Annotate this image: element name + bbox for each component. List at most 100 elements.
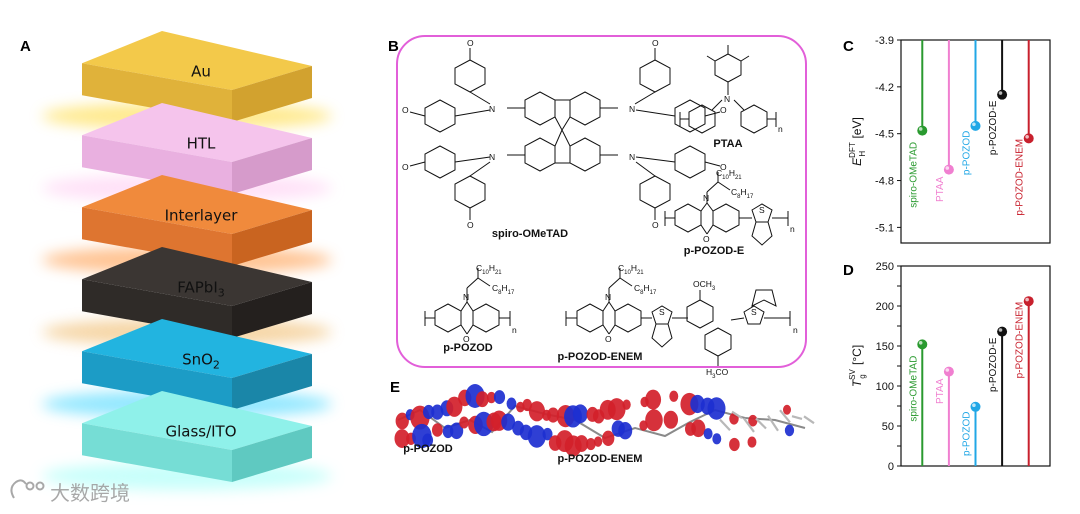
layer-side-face xyxy=(232,354,312,410)
bond-stick xyxy=(767,415,779,432)
orbital-lobe xyxy=(691,419,706,438)
atom-n: N xyxy=(489,104,495,114)
layer-label: SnO2 xyxy=(182,351,220,372)
bond-stick xyxy=(791,415,803,420)
orbital-lobe xyxy=(782,404,792,415)
series-p-pozod-enem: p-POZOD-ENEM xyxy=(1015,296,1034,466)
orbital-lobe xyxy=(586,438,596,451)
orbital-lobe xyxy=(748,414,758,427)
y-tick-label: 250 xyxy=(876,261,894,273)
sidechain-c10h21: C10H21 C8H17 xyxy=(618,263,657,296)
structure-ptaa xyxy=(679,45,777,134)
data-point xyxy=(917,339,928,350)
y-tick-label: -4.5 xyxy=(875,129,894,141)
label-p-pozod-e: p-POZOD-E xyxy=(684,245,745,257)
layer-front-face xyxy=(82,135,232,194)
series-ptaa: PTAA xyxy=(935,40,954,202)
layer-front-face xyxy=(82,207,232,266)
substituent-och3: OCH3 xyxy=(693,279,716,292)
series-ptaa: PTAA xyxy=(935,366,954,466)
layer-top-face xyxy=(82,391,312,450)
data-point-highlight xyxy=(945,368,950,372)
y-tick-label: 0 xyxy=(888,461,894,473)
data-point-highlight xyxy=(918,341,923,345)
layer-label: Interlayer xyxy=(165,207,239,225)
data-point xyxy=(997,326,1008,337)
orbital-lobe xyxy=(707,397,726,420)
y-tick-label: -4.8 xyxy=(875,176,894,188)
orbital-lobe xyxy=(703,428,713,440)
atom-n-subscript: n xyxy=(512,325,517,335)
data-point xyxy=(917,125,928,136)
atom-n-subscript: n xyxy=(790,224,795,234)
homo-orbital-render xyxy=(394,384,815,457)
svg-text:C8H17: C8H17 xyxy=(492,283,515,296)
svg-text:C10H21: C10H21 xyxy=(476,263,502,276)
label-p-pozod: p-POZOD xyxy=(443,342,493,354)
svg-text:C10H21: C10H21 xyxy=(618,263,644,276)
data-point xyxy=(943,164,954,175)
orbital-lobe xyxy=(528,401,545,422)
atom-n: N xyxy=(629,104,635,114)
atom-o: O xyxy=(467,220,474,230)
label-p-pozod-enem: p-POZOD-ENEM xyxy=(558,351,643,363)
layer-side-face xyxy=(232,210,312,266)
panel-label-e: E xyxy=(390,379,400,396)
y-tick-label: -4.2 xyxy=(875,82,894,94)
orbital-lobe xyxy=(542,427,553,441)
orbital-lobe xyxy=(618,421,633,440)
y-tick-label: 50 xyxy=(882,421,894,433)
layer-front-face xyxy=(82,423,232,482)
data-point-highlight xyxy=(1025,134,1029,139)
watermark-logo-icon xyxy=(10,479,45,499)
orbital-lobe xyxy=(747,436,757,448)
data-point xyxy=(970,120,981,131)
atom-n-subscript: n xyxy=(793,325,798,335)
data-point xyxy=(943,366,954,377)
y-tick-label: 150 xyxy=(876,341,894,353)
orbital-lobe xyxy=(547,407,560,423)
series-p-pozod-enem: p-POZOD-ENEM xyxy=(1015,40,1034,216)
atom-o: O xyxy=(402,162,409,172)
atom-n: N xyxy=(463,292,469,302)
data-point-highlight xyxy=(918,127,923,131)
layer-side-face xyxy=(232,426,312,482)
atom-s: S xyxy=(759,205,765,215)
layer-side-face xyxy=(232,138,312,194)
label-spiro-ometad: spiro-OMeTAD xyxy=(492,228,568,240)
y-axis-label: EDFTH [eV] xyxy=(848,117,867,166)
layer-label: Glass/ITO xyxy=(165,423,236,441)
category-label: p-POZOD-E xyxy=(988,100,999,155)
atom-o: O xyxy=(605,334,612,344)
layer-top-face xyxy=(82,247,312,306)
orbital-lobe xyxy=(669,390,679,402)
orbital-lobe xyxy=(593,436,603,447)
orbital-lobe xyxy=(422,404,435,420)
category-label: PTAA xyxy=(935,176,946,202)
atom-o: O xyxy=(652,38,659,48)
orbital-lobe xyxy=(729,437,740,452)
orbital-lobe xyxy=(431,423,443,437)
panel-label-c: C xyxy=(843,38,854,55)
structure-p-pozod-e xyxy=(664,172,789,246)
bond-stick xyxy=(743,417,755,433)
atom-o: O xyxy=(463,334,470,344)
category-label: PTAA xyxy=(935,378,946,404)
svg-text:C8H17: C8H17 xyxy=(731,187,754,200)
atom-s: S xyxy=(659,307,665,317)
data-point-highlight xyxy=(998,91,1003,95)
category-label: p-POZOD xyxy=(962,412,973,456)
category-label: p-POZOD xyxy=(962,131,973,175)
layer-front-face xyxy=(82,63,232,122)
orbital-lobe xyxy=(527,425,546,448)
orbital-lobe xyxy=(506,397,517,410)
category-label: spiro-OMeTAD xyxy=(908,142,919,208)
orbital-lobe xyxy=(486,391,496,404)
orbital-lobe xyxy=(607,398,626,421)
layer-top-face xyxy=(82,175,312,234)
atom-o: O xyxy=(467,38,474,48)
orbital-lobe xyxy=(422,433,434,448)
